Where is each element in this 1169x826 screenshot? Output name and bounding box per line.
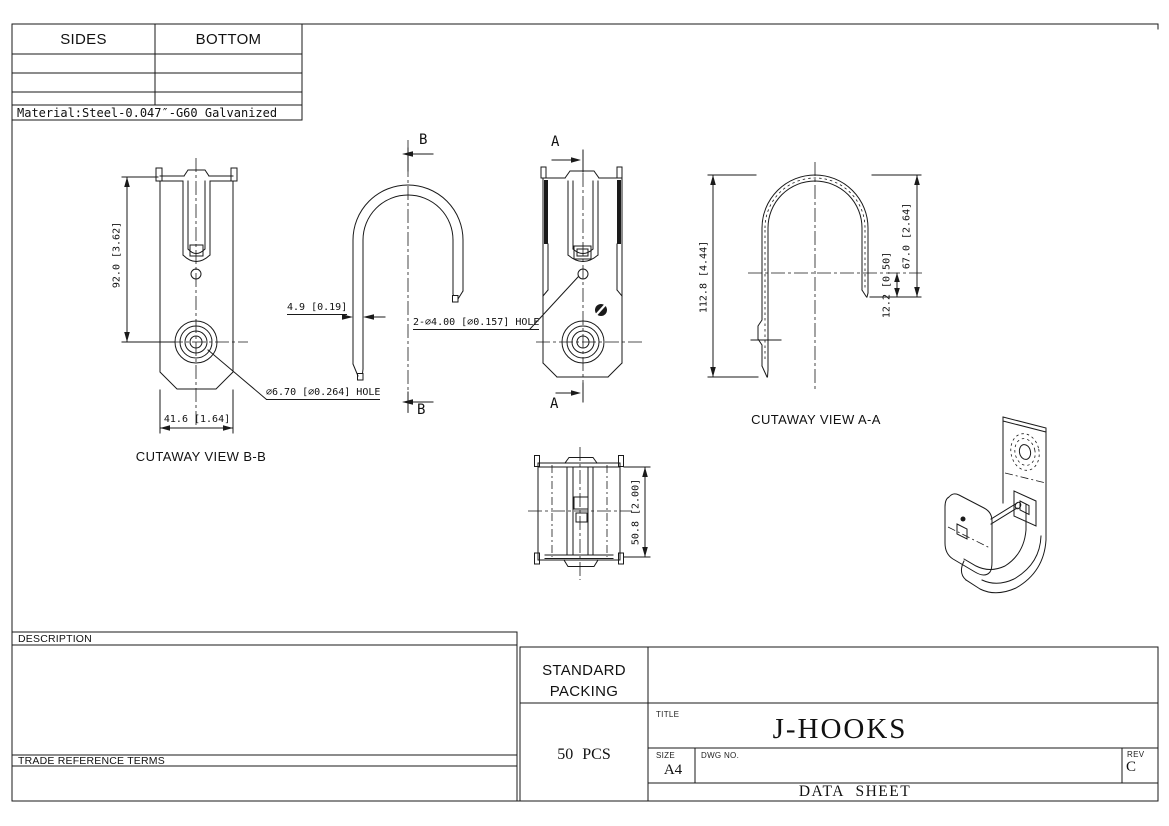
sheet-frame <box>11 23 1159 802</box>
size-label: SIZE <box>656 751 675 760</box>
dim-inner-height-67: 67.0 [2.64] <box>901 202 913 270</box>
view-isometric <box>944 416 1047 594</box>
dim-total-height-112: 112.8 [4.44] <box>698 240 710 314</box>
view-cutaway-aa <box>707 162 922 392</box>
spec-table-header-bottom: BOTTOM <box>195 31 262 48</box>
description-label: DESCRIPTION <box>18 633 92 645</box>
spec-table-header-sides: SIDES <box>60 31 107 48</box>
caption-cutaway-aa: CUTAWAY VIEW A-A <box>751 412 881 427</box>
dim-width-41: 41.6 [1.64] <box>163 414 231 425</box>
dwg-no-label: DWG NO. <box>701 751 740 760</box>
view-profile <box>342 140 464 415</box>
section-letter-b-bottom: B <box>417 402 426 418</box>
hole-label-6-70: ⌀6.70 [⌀0.264] HOLE <box>266 387 381 400</box>
dim-depth-50: 50.8 [2.00] <box>630 478 642 546</box>
section-letter-b-top: B <box>419 132 428 148</box>
section-letter-a-top: A <box>551 134 560 150</box>
rev-label: REV <box>1127 750 1145 759</box>
dim-thickness-4-9: 4.9 [0.19] <box>287 302 348 315</box>
title-block-lines <box>519 646 1159 802</box>
view-front <box>529 149 642 403</box>
caption-cutaway-bb: CUTAWAY VIEW B-B <box>135 449 267 464</box>
packing-qty: 50 PCS <box>557 746 611 763</box>
section-letter-a-bottom: A <box>550 396 559 412</box>
view-cutaway-bb <box>121 158 267 434</box>
doc-type: DATA SHEET <box>798 783 912 800</box>
dim-foot-12: 12.2 [0.50] <box>881 251 893 319</box>
dim-height-92: 92.0 [3.62] <box>111 221 123 289</box>
rev-value: C <box>1126 759 1137 775</box>
view-top <box>528 447 651 580</box>
size-value: A4 <box>663 762 683 778</box>
hole-label-2x4: 2-⌀4.00 [⌀0.157] HOLE <box>413 317 540 330</box>
drawing-title: J-HOOKS <box>772 713 908 745</box>
title-label: TITLE <box>656 710 680 719</box>
spec-table-lines <box>11 23 303 121</box>
description-box-lines <box>11 631 518 801</box>
standard-packing-label: STANDARD PACKING <box>542 662 626 700</box>
material-note: Material:Steel-0.047″-G60 Galvanized <box>17 106 278 120</box>
trade-reference-terms-label: TRADE REFERENCE TERMS <box>18 755 165 767</box>
